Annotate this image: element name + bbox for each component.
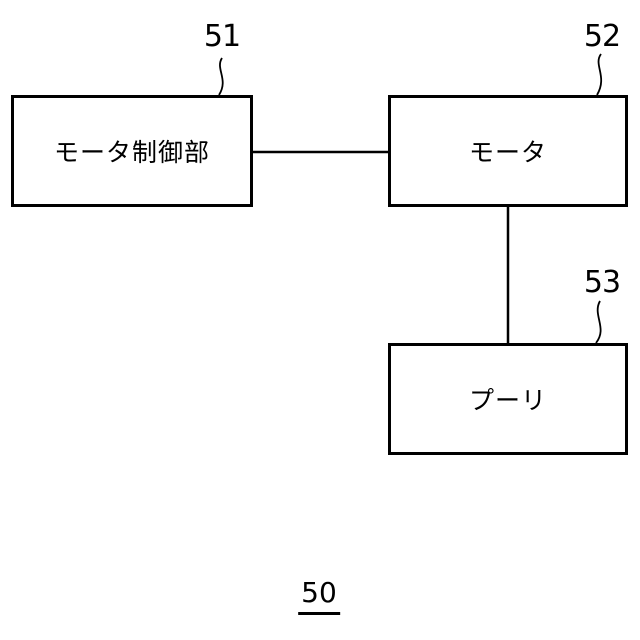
block-motor: モータ bbox=[388, 95, 628, 207]
block-pulley: プーリ bbox=[388, 343, 628, 455]
leader-line-ref-53 bbox=[595, 300, 602, 344]
ref-number-51: 51 bbox=[203, 19, 241, 54]
block-motor-label: モータ bbox=[468, 138, 547, 167]
block-motor-controller-label: モータ制御部 bbox=[53, 138, 210, 167]
ref-number-52: 52 bbox=[583, 19, 621, 54]
leader-line-ref-52 bbox=[596, 53, 603, 96]
leader-line-ref-51 bbox=[218, 57, 224, 96]
figure-number: 50 bbox=[298, 579, 340, 615]
block-pulley-label: プーリ bbox=[468, 386, 547, 415]
block-motor-controller: モータ制御部 bbox=[11, 95, 253, 207]
ref-number-53: 53 bbox=[583, 265, 621, 300]
